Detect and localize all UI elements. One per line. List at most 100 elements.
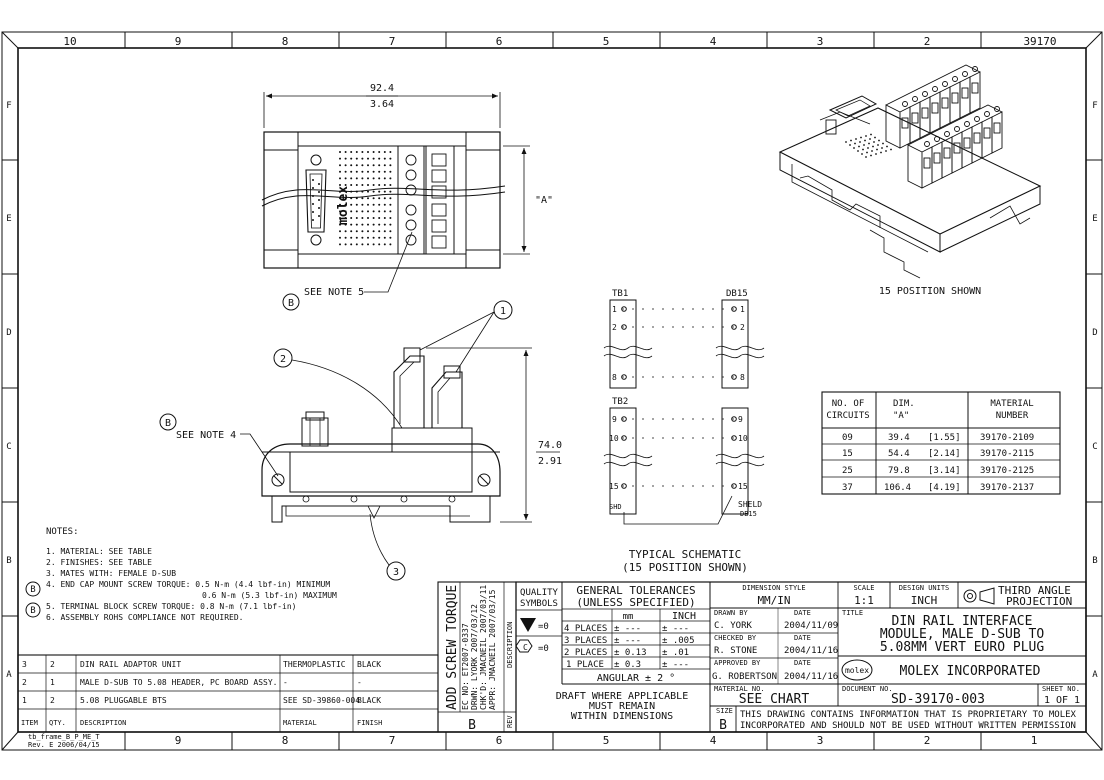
dim-style-value: MM/IN bbox=[757, 594, 790, 607]
checked-date-value: 2004/11/16 bbox=[784, 646, 838, 656]
scale-value: 1:1 bbox=[854, 594, 874, 607]
top-view-drawing: 92.4 3.64 molex bbox=[261, 83, 553, 311]
drawn-date-value: 2004/11/09 bbox=[784, 621, 838, 631]
zone-col-label: 4 bbox=[710, 734, 717, 747]
bom-qty-cell: 1 bbox=[50, 678, 55, 687]
balloon-1: 1 bbox=[500, 306, 506, 317]
bom-item-cell: 1 bbox=[22, 696, 27, 705]
draft-note: DRAFT WHERE APPLICABLE bbox=[556, 691, 688, 702]
drawing-title-line: DIN RAIL INTERFACE bbox=[892, 614, 1033, 629]
checked-by-label: CHECKED BY bbox=[714, 634, 757, 642]
revision-rev-label: REV bbox=[506, 715, 514, 728]
note-item: 3. MATES WITH: FEMALE D-SUB bbox=[46, 569, 176, 578]
iso-view-caption: 15 POSITION SHOWN bbox=[879, 286, 981, 297]
dim-in-cell: [4.19] bbox=[928, 483, 961, 493]
tol-mm-value: ± --- bbox=[614, 636, 641, 646]
design-units-label: DESIGN UNITS bbox=[899, 584, 950, 592]
revision-chk: CHK'D: JMACNEIL 2007/03/11 bbox=[479, 585, 488, 710]
note-callout-b: B bbox=[30, 585, 35, 595]
schematic-db15-label: DB15 bbox=[726, 289, 748, 299]
pin-label: 10 bbox=[609, 434, 619, 443]
sheld-label: SHELD bbox=[738, 500, 762, 509]
third-angle-projection-icon bbox=[963, 587, 995, 605]
shd-label: SHD bbox=[609, 503, 622, 511]
pin-label: 2 bbox=[612, 323, 617, 332]
circuits-cell: 15 bbox=[842, 449, 853, 459]
pin-label: 10 bbox=[738, 434, 748, 443]
title-block: QUALITY SYMBOLS =0 C =0 GENERAL TOLERANC… bbox=[515, 581, 1087, 733]
pin-label: 1 bbox=[740, 305, 745, 314]
zone-row-label: D bbox=[1092, 328, 1097, 338]
zone-row-label: F bbox=[6, 101, 11, 111]
bom-description-cell: MALE D-SUB TO 5.08 HEADER, PC BOARD ASSY… bbox=[80, 678, 277, 687]
zone-row-label: C bbox=[6, 442, 11, 452]
draft-note: MUST REMAIN bbox=[589, 701, 655, 712]
title-label: TITLE bbox=[842, 609, 863, 617]
note-item: 2. FINISHES: SEE TABLE bbox=[46, 558, 152, 567]
isometric-view-drawing: 15 POSITION SHOWN bbox=[778, 64, 1042, 297]
drawn-by-value: C. YORK bbox=[714, 621, 753, 631]
document-no-value: SD-39170-003 bbox=[891, 692, 985, 707]
draft-note: WITHIN DIMENSIONS bbox=[571, 711, 673, 722]
approved-by-value: G. ROBERTSON bbox=[712, 672, 777, 682]
svg-text:=0: =0 bbox=[538, 622, 549, 632]
pin-label: 15 bbox=[609, 482, 619, 491]
zone-row-label: A bbox=[6, 670, 12, 680]
bom-finish-cell: BLACK bbox=[357, 696, 381, 705]
revision-label: ADD SCREW TORQUE bbox=[445, 585, 460, 710]
note-item: 0.6 N-m (5.3 lbf-in) MAXIMUM bbox=[202, 591, 337, 600]
tol-mm-value: ± --- bbox=[614, 624, 641, 634]
zone-row-label: E bbox=[1092, 214, 1097, 224]
revision-letter: B bbox=[468, 718, 476, 733]
tol-row-label: 2 PLACES bbox=[564, 648, 607, 658]
zone-col-label: 8 bbox=[282, 734, 289, 747]
design-units-value: INCH bbox=[911, 594, 938, 607]
sheet-no-label: SHEET NO. bbox=[1042, 685, 1080, 693]
size-label: SIZE bbox=[716, 707, 733, 715]
zone-col-label: 7 bbox=[389, 734, 396, 747]
revision-description-label: DESCRIPTION bbox=[506, 622, 514, 668]
tol-inch-value: ± .01 bbox=[662, 648, 689, 658]
tolerances-sub: (UNLESS SPECIFIED) bbox=[576, 596, 695, 609]
revision-block: ADD SCREW TORQUE EC NO: ET2007-0337 DRWN… bbox=[437, 581, 517, 733]
bom-header: MATERIAL bbox=[283, 719, 317, 727]
zone-row-label: D bbox=[6, 328, 11, 338]
circuits-cell: 25 bbox=[842, 466, 853, 476]
note-item: 5. TERMINAL BLOCK SCREW TORQUE: 0.8 N-m … bbox=[46, 602, 296, 611]
bom-qty-cell: 2 bbox=[50, 696, 55, 705]
zone-col-label: 7 bbox=[389, 35, 396, 48]
zone-col-label: 10 bbox=[63, 35, 76, 48]
pin-label: 9 bbox=[738, 415, 743, 424]
material-number-cell: 39170-2115 bbox=[980, 449, 1034, 459]
tol-mm-header: mm bbox=[623, 612, 634, 622]
callout-b-symbol: B bbox=[288, 298, 294, 309]
tol-row-label: 1 PLACE bbox=[566, 660, 604, 670]
dim-mm-cell: 39.4 bbox=[888, 433, 910, 443]
material-no-label: MATERIAL NO. bbox=[714, 685, 765, 693]
angular-tolerance: ANGULAR ± 2 ° bbox=[597, 673, 675, 684]
side-height-in: 2.91 bbox=[538, 456, 562, 467]
quality-diamond-icon bbox=[515, 639, 533, 653]
bom-material-cell: - bbox=[283, 678, 288, 687]
quality-symbols-label: QUALITY bbox=[520, 588, 559, 598]
bom-description-cell: DIN RAIL ADAPTOR UNIT bbox=[80, 660, 181, 669]
date-label: DATE bbox=[794, 634, 811, 642]
pin-label: 9 bbox=[612, 415, 617, 424]
material-number-cell: 39170-2109 bbox=[980, 433, 1034, 443]
molex-logo-text: molex bbox=[845, 666, 869, 675]
pin-label: 15 bbox=[738, 482, 748, 491]
svg-text:SYMBOLS: SYMBOLS bbox=[520, 599, 558, 609]
dim-mm-cell: 79.8 bbox=[888, 466, 910, 476]
svg-text:=0: =0 bbox=[538, 644, 549, 654]
see-note-5-label: SEE NOTE 5 bbox=[304, 287, 364, 298]
dim-mm-cell: 106.4 bbox=[884, 483, 911, 493]
revision-appr: APPR: JMACNEIL 2007/03/15 bbox=[488, 589, 497, 710]
dim-in-cell: [2.14] bbox=[928, 449, 961, 459]
bom-qty-cell: 2 bbox=[50, 660, 55, 669]
tol-mm-value: ± 0.13 bbox=[614, 648, 647, 658]
note-item: 4. END CAP MOUNT SCREW TORQUE: 0.5 N-m (… bbox=[46, 580, 330, 589]
checked-by-value: R. STONE bbox=[714, 646, 757, 656]
bom-item-cell: 3 bbox=[22, 660, 27, 669]
side-view-drawing: 74.0 2.91 1 2 3 B SEE NOTE 4 bbox=[159, 300, 562, 581]
quality-triangle-icon bbox=[520, 618, 536, 632]
